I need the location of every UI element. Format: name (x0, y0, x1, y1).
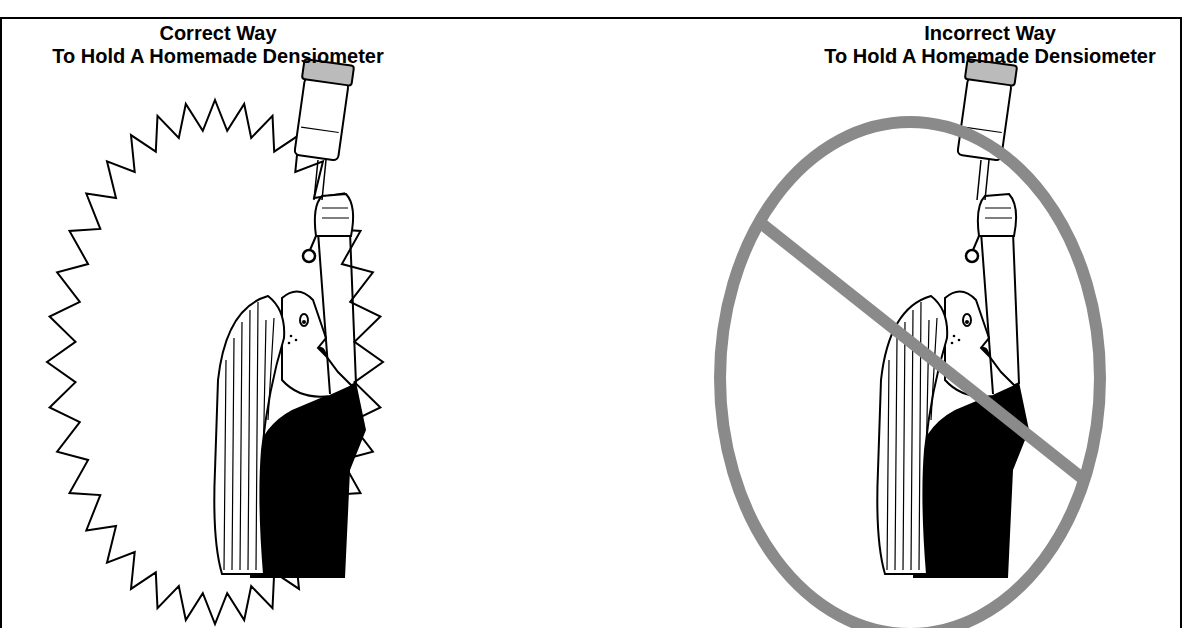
prohibition-circle (720, 122, 1100, 628)
frame (0, 18, 1182, 628)
girl-incorrect (877, 59, 1029, 578)
prohibition-slash (762, 224, 1082, 478)
panel-title: To Hold A Homemade Densiometer (52, 45, 384, 68)
girl-correct (214, 59, 366, 578)
panel-title: Incorrect Way (924, 22, 1056, 45)
panel-title: Correct Way (159, 22, 276, 45)
panel-title: To Hold A Homemade Densiometer (824, 45, 1156, 68)
